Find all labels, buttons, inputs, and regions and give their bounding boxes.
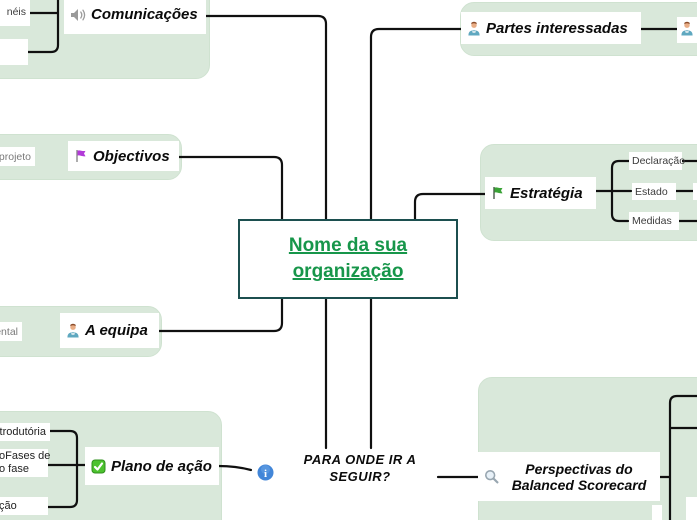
subnode-declaracao[interactable]: Declaração — [629, 152, 686, 170]
subnode-fragment-blank[interactable] — [0, 39, 28, 65]
edge-comunicacoes-central — [203, 14, 328, 222]
subnode-fragment-ental[interactable]: ental — [0, 322, 22, 341]
magnifier-icon — [484, 469, 499, 484]
node-partes-interessadas[interactable]: Partes interessadas — [461, 12, 641, 44]
central-node-label-line2: organização — [292, 261, 404, 282]
subnode-label: ental — [0, 325, 18, 338]
central-node-label-line1: Nome da sua — [288, 235, 408, 256]
speaker-icon — [70, 8, 86, 22]
subnode-label-line1: oFases de — [0, 450, 51, 462]
edge-equipa-central — [156, 296, 284, 333]
flag-green-icon — [491, 186, 505, 200]
subnode-fragment-fases[interactable]: oFases de o fase — [0, 449, 51, 477]
subnode-label: Medidas — [632, 215, 672, 227]
node-label: Objectivos — [93, 147, 170, 165]
subnode-medidas[interactable]: Medidas — [629, 212, 679, 230]
subnode-fragment-neis[interactable]: néis — [0, 0, 30, 26]
node-label: Estratégia — [510, 184, 583, 202]
person-icon — [467, 21, 481, 36]
subnode-fragment-cao[interactable]: ção — [0, 497, 48, 515]
subnode-label: néis — [6, 5, 26, 18]
node-para-onde-ir-a-seguir[interactable]: PARA ONDE IR A SEGUIR? — [275, 451, 445, 485]
edge-estrategia-central — [413, 192, 487, 222]
node-label: Plano de ação — [111, 457, 212, 475]
node-a-equipa[interactable]: A equipa — [60, 313, 159, 348]
svg-text:i: i — [264, 468, 267, 480]
edge-objectivos-central — [176, 155, 284, 222]
info-icon[interactable]: i — [257, 464, 274, 486]
node-plano-de-acao[interactable]: Plano de ação — [85, 447, 219, 485]
subnode-fragment-projeto[interactable]: projeto — [0, 147, 35, 166]
edge-partes-central — [369, 27, 463, 222]
subnode-perspectivas-child-cut-1[interactable] — [686, 497, 697, 520]
node-label: Comunicações — [91, 6, 198, 23]
subnode-label: Declaração — [632, 155, 686, 167]
node-comunicacoes[interactable]: Comunicações — [64, 0, 206, 34]
subnode-estado[interactable]: Estado — [632, 183, 676, 200]
central-node-organization[interactable]: Nome da sua organização — [238, 219, 458, 299]
subnode-label-line2: o fase — [0, 463, 29, 475]
node-label: Partes interessadas — [486, 19, 628, 37]
edge-plano-paraonde — [216, 464, 253, 472]
node-label: A equipa — [85, 322, 148, 339]
subnode-fragment-ntrodutoria[interactable]: ntrodutória — [0, 423, 50, 441]
flag-purple-icon — [74, 149, 88, 163]
node-estrategia[interactable]: Estratégia — [485, 177, 596, 209]
subnode-estado-partner-cut[interactable] — [693, 183, 697, 200]
subnode-label: ntrodutória — [0, 426, 46, 438]
person-icon — [66, 323, 80, 338]
checkmark-icon — [91, 459, 106, 474]
subnode-partes-child-cut[interactable] — [677, 17, 697, 43]
subnode-label: projeto — [0, 150, 31, 163]
person-icon — [680, 21, 694, 39]
subnode-label: Estado — [635, 185, 668, 198]
subnode-perspectivas-child-cut-2[interactable] — [652, 505, 662, 520]
node-objectivos[interactable]: Objectivos — [68, 141, 179, 171]
subnode-label: ção — [0, 499, 17, 512]
node-label-line1: PARA ONDE IR A — [303, 452, 417, 467]
node-label-line2: SEGUIR? — [329, 469, 391, 484]
